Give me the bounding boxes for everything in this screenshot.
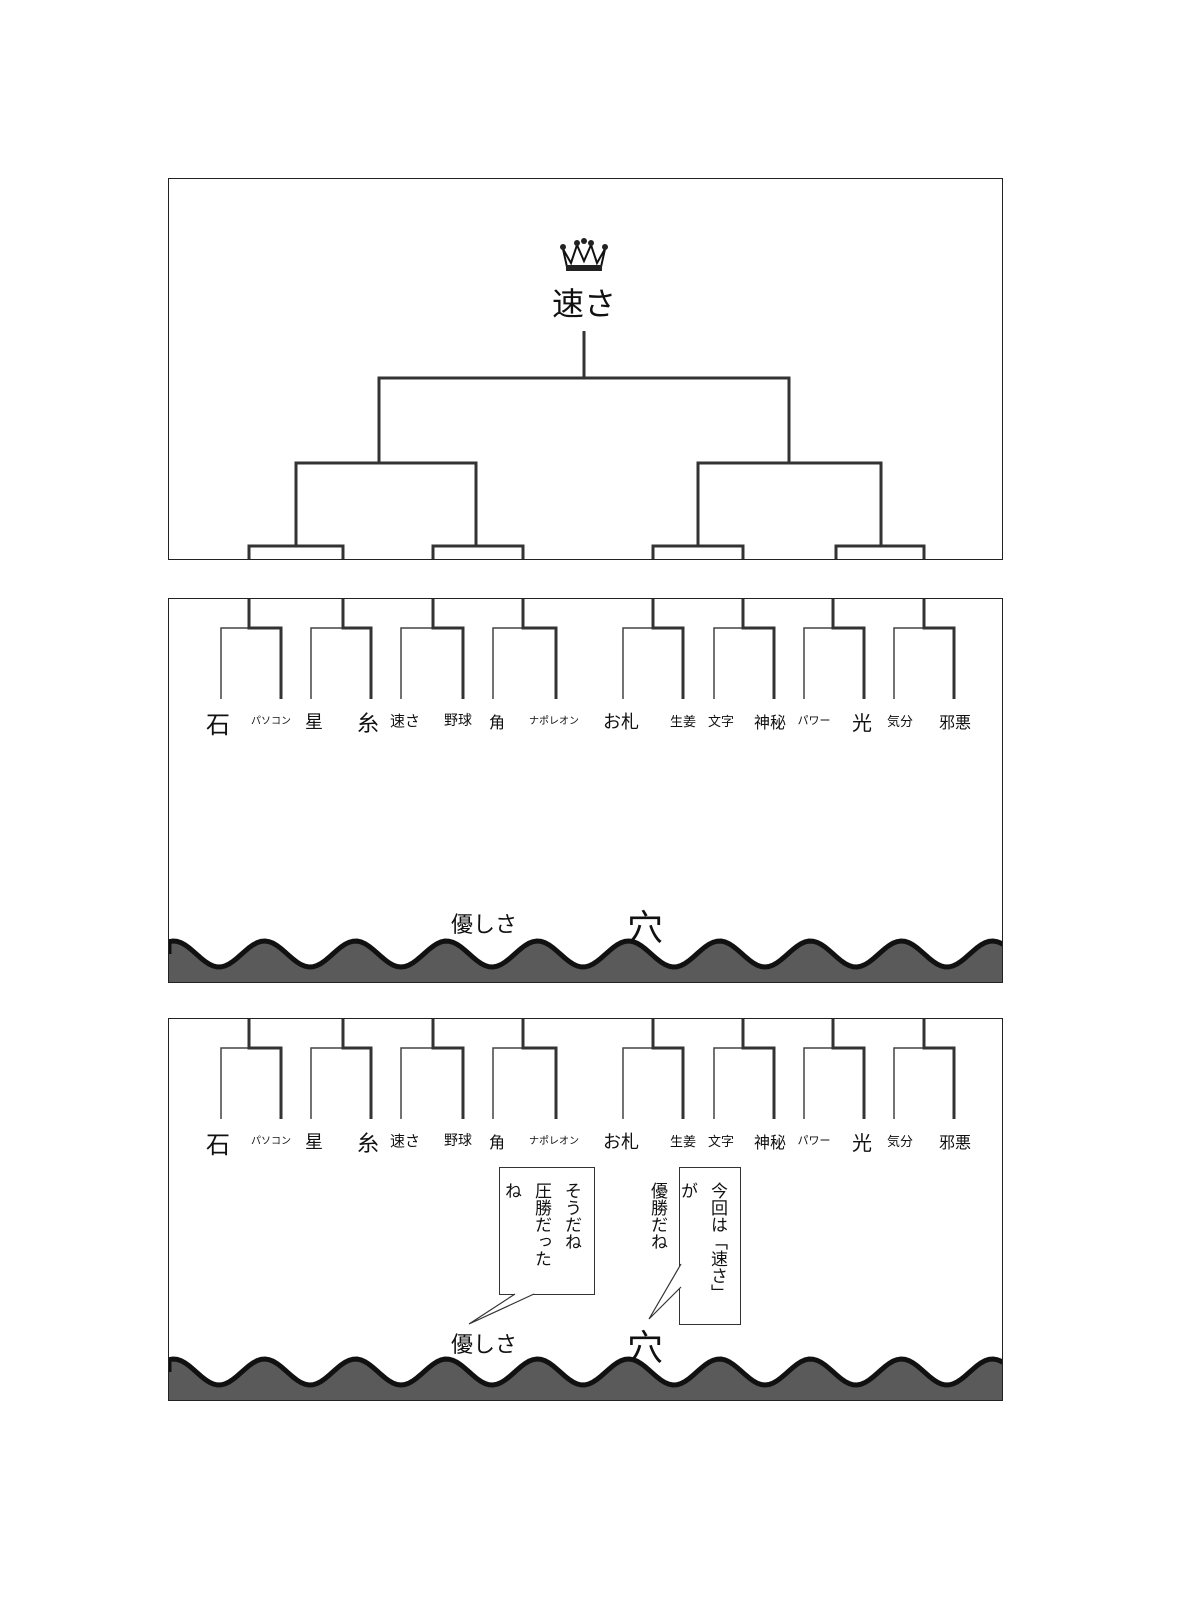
leaf-label: 気分 [886, 714, 914, 730]
bracket-leaves [220, 1019, 956, 1119]
bracket-leaves [220, 599, 956, 699]
leaf-label: 速さ [389, 711, 421, 730]
leaf-label: 文字 [707, 1134, 735, 1150]
word-kindness: 優しさ [451, 913, 518, 938]
speech-bubble-right: 今回は「速さ」が 優勝だね [647, 1167, 741, 1325]
leaf-label: ナポレオン [529, 716, 579, 727]
bracket-winner-path-0 [247, 599, 283, 699]
leaf-label: お札 [603, 1132, 639, 1153]
bracket-winner-path-7 [922, 1019, 956, 1119]
leaf-label: 邪悪 [938, 713, 972, 732]
panel-dialogue: 石 パソコン 星 糸速さ 野球角 ナポレオン お札 生姜文字 神秘パワー 光気分 邪悪 そうだね 圧… [168, 1018, 1003, 1401]
leaf-label: 野球 [444, 713, 472, 729]
ground-wave [169, 1356, 1002, 1400]
bracket-winner-path-4 [651, 599, 685, 699]
leaf-label: 石 [206, 1131, 230, 1159]
leaf-label: 邪悪 [938, 1133, 972, 1152]
leaf-label: ナポレオン [529, 1136, 579, 1147]
bracket-winner-path-0 [247, 1019, 283, 1119]
leaf-label: 生姜 [669, 714, 697, 730]
ground-outline [169, 938, 1002, 970]
leaf-label: 星 [305, 712, 323, 733]
leaf-label: 野球 [444, 1133, 472, 1149]
leaf-label: 光 [852, 1131, 872, 1155]
leaf-label: 星 [305, 1132, 323, 1153]
leaf-label: 角 [488, 1133, 506, 1152]
leaf-label: 神秘 [753, 1133, 787, 1152]
leaf-label: 光 [852, 711, 872, 735]
leaf-label: 糸 [356, 1132, 380, 1157]
leaf-label: 気分 [886, 1134, 914, 1150]
bracket-winner-path-6 [831, 1019, 866, 1119]
panel-first-round: 石パソコン星糸速さ野球角ナポレオンお札生姜文字神秘パワー光気分邪悪 優しさ 穴 [168, 598, 1003, 983]
crown-icon [559, 237, 609, 277]
bracket-winner-path-3 [521, 1019, 558, 1119]
leaf-label: パソコン [251, 716, 291, 727]
word-kindness: 優しさ [451, 1333, 518, 1358]
leaf-label: パワー [797, 713, 831, 727]
bracket-winner-path-4 [651, 1019, 685, 1119]
bracket-top-lines [247, 331, 926, 559]
leaf-label: パワー [797, 1133, 831, 1147]
leaf-label: 角 [488, 713, 506, 732]
leaf-label: パソコン [251, 1136, 291, 1147]
bracket-winner-path-5 [741, 1019, 776, 1119]
leaf-label: 生姜 [669, 1134, 697, 1150]
bracket-winner-path-1 [341, 599, 373, 699]
bracket-winner-path-5 [741, 599, 776, 699]
bracket-winner-path-1 [341, 1019, 373, 1119]
ground-outline [169, 1356, 1002, 1388]
bracket-winner-path-6 [831, 599, 866, 699]
panel-tournament-top: 速さ [168, 178, 1003, 560]
bracket-winner-path-3 [521, 599, 558, 699]
bracket-winner-path-7 [922, 599, 956, 699]
leaf-label: 糸 [356, 712, 380, 737]
bracket-winner-path-2 [431, 599, 465, 699]
leaf-label: 速さ [389, 1131, 421, 1150]
leaf-label: 文字 [707, 714, 735, 730]
ground-wave [169, 938, 1002, 982]
bubble-left-line1: そうだね [561, 1182, 581, 1250]
bubble-left-line2: 圧勝だったね [501, 1182, 551, 1267]
champion-label: 速さ [551, 285, 617, 323]
bubble-right-line1: 今回は「速さ」が [677, 1182, 727, 1301]
bubble-tails [468, 1263, 682, 1325]
leaf-label: 神秘 [753, 713, 787, 732]
leaf-label: 石 [206, 711, 230, 739]
bubble-right-line2: 優勝だね [647, 1182, 667, 1250]
leaf-label: お札 [603, 712, 639, 733]
bracket-winner-path-2 [431, 1019, 465, 1119]
speech-bubble-left: そうだね 圧勝だったね [499, 1167, 595, 1295]
